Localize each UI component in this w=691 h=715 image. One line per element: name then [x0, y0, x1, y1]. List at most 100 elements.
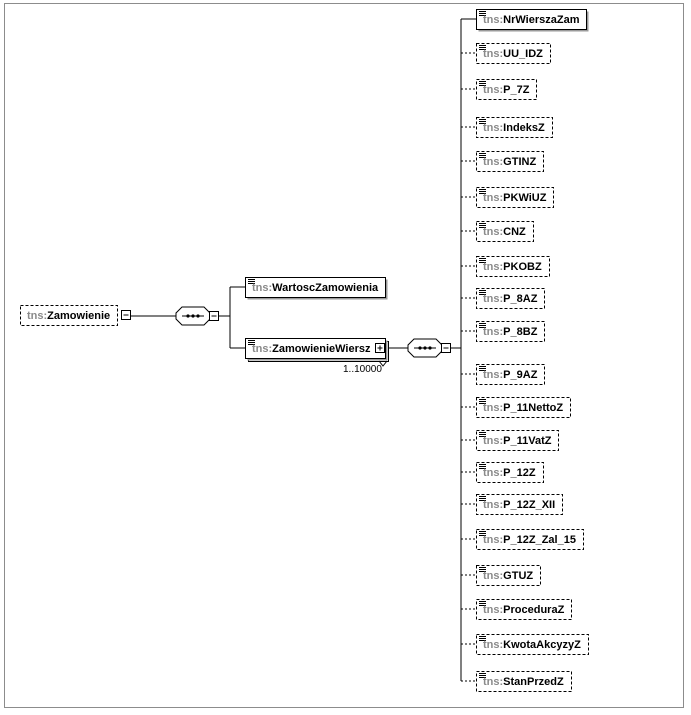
element-p-11nettoz[interactable]: tns:P_11NettoZ — [476, 397, 571, 418]
name-text: P_12Z — [503, 467, 536, 479]
element-p-12z-xii[interactable]: tns:P_12Z_XII — [476, 494, 563, 515]
element-label: tns:WartoscZamowienia — [252, 282, 379, 294]
element-box[interactable] — [476, 565, 541, 586]
name-text: PKOBZ — [503, 261, 542, 273]
element-box[interactable] — [476, 364, 545, 385]
element-icon — [479, 601, 487, 607]
element-label: tns:P_8BZ — [483, 326, 538, 338]
element-indeksz[interactable]: tns:IndeksZ — [476, 117, 553, 138]
element-pkobz[interactable]: tns:PKOBZ — [476, 256, 550, 277]
element-box[interactable] — [476, 462, 544, 483]
element-stanprzedz[interactable]: tns:StanPrzedZ — [476, 671, 572, 692]
element-box[interactable] — [476, 634, 589, 655]
occurrence-label: 1..10000 — [343, 364, 382, 375]
element-box[interactable] — [476, 288, 545, 309]
element-box[interactable] — [476, 430, 559, 451]
element-box[interactable] — [245, 338, 386, 359]
element-label: tns:ZamowienieWiersz — [252, 343, 371, 355]
element-box[interactable] — [476, 117, 553, 138]
prefix-text: tns: — [483, 14, 503, 26]
prefix-text: tns: — [483, 192, 503, 204]
element-icon — [479, 432, 487, 438]
element-box[interactable] — [476, 529, 584, 550]
element-box[interactable] — [476, 43, 551, 64]
element-box[interactable] — [476, 494, 563, 515]
sequence-dot — [191, 314, 195, 318]
element-p-11vatz[interactable]: tns:P_11VatZ — [476, 430, 559, 451]
prefix-text: tns: — [483, 326, 503, 338]
element-icon — [248, 279, 256, 285]
sequence-collapse-toggle[interactable] — [209, 311, 219, 321]
element-zamowieniewiersz[interactable]: tns:ZamowienieWiersz 1..10000 — [245, 338, 389, 376]
element-label: tns:P_12Z_XII — [483, 499, 555, 511]
element-p-8bz[interactable]: tns:P_8BZ — [476, 321, 545, 342]
name-text: IndeksZ — [503, 122, 545, 134]
element-zamowienie[interactable]: tns:Zamowienie — [20, 305, 131, 326]
element-gtinz[interactable]: tns:GTINZ — [476, 151, 544, 172]
element-pkwiuz[interactable]: tns:PKWiUZ — [476, 187, 554, 208]
element-icon — [479, 673, 487, 679]
element-label: tns:P_12Z — [483, 467, 536, 479]
element-box[interactable] — [476, 9, 587, 30]
sequence2-collapse-toggle[interactable] — [441, 343, 451, 353]
prefix-text: tns: — [483, 84, 503, 96]
element-uu-idz[interactable]: tns:UU_IDZ — [476, 43, 551, 64]
element-label: tns:P_7Z — [483, 84, 530, 96]
element-box[interactable] — [476, 599, 572, 620]
sequence-compositor-2[interactable] — [407, 338, 443, 358]
element-icon — [479, 81, 487, 87]
prefix-text: tns: — [483, 226, 503, 238]
element-box[interactable] — [20, 305, 118, 326]
prefix-text: tns: — [483, 156, 503, 168]
element-box[interactable] — [476, 187, 554, 208]
element-box[interactable] — [476, 671, 572, 692]
element-wartosczamowienia[interactable]: tns:WartoscZamowienia — [245, 277, 388, 300]
prefix-text: tns: — [27, 310, 47, 322]
element-label: tns:P_11VatZ — [483, 435, 552, 447]
prefix-text: tns: — [483, 467, 503, 479]
element-label: tns:StanPrzedZ — [483, 676, 564, 688]
element-p-7z[interactable]: tns:P_7Z — [476, 79, 537, 100]
element-box[interactable] — [476, 79, 537, 100]
element-box[interactable] — [476, 321, 545, 342]
prefix-text: tns: — [483, 570, 503, 582]
prefix-text: tns: — [483, 369, 503, 381]
name-text: P_12Z_Zal_15 — [503, 534, 576, 546]
element-proceduraz[interactable]: tns:ProceduraZ — [476, 599, 572, 620]
name-text: GTUZ — [503, 570, 533, 582]
element-p-12z-zal-15[interactable]: tns:P_12Z_Zal_15 — [476, 529, 584, 550]
element-nrwierszazam[interactable]: tns:NrWierszaZam — [476, 9, 589, 32]
element-box[interactable] — [476, 397, 571, 418]
element-cnz[interactable]: tns:CNZ — [476, 221, 534, 242]
element-icon — [479, 496, 487, 502]
expand-toggle[interactable] — [375, 343, 385, 353]
sequence-dot — [186, 314, 190, 318]
element-label: tns:ProceduraZ — [483, 604, 565, 616]
schema-nodes: tns:Zamowienietns:WartoscZamowieniatns:Z… — [20, 9, 589, 692]
element-label: tns:GTUZ — [483, 570, 533, 582]
connector-lines — [131, 18, 476, 682]
element-p-8az[interactable]: tns:P_8AZ — [476, 288, 545, 309]
element-gtuz[interactable]: tns:GTUZ — [476, 565, 541, 586]
sequence-compositor[interactable] — [175, 306, 211, 326]
element-label: tns:KwotaAkcyzyZ — [483, 639, 581, 651]
element-label: tns:CNZ — [483, 226, 526, 238]
name-text: P_9AZ — [503, 369, 538, 381]
element-kwotaakcyzyz[interactable]: tns:KwotaAkcyzyZ — [476, 634, 589, 655]
prefix-text: tns: — [483, 402, 503, 414]
element-p-12z[interactable]: tns:P_12Z — [476, 462, 544, 483]
element-box[interactable] — [245, 277, 386, 298]
element-label: tns:P_12Z_Zal_15 — [483, 534, 576, 546]
element-icon — [479, 45, 487, 51]
element-label: tns:P_8AZ — [483, 293, 538, 305]
element-box[interactable] — [476, 151, 544, 172]
element-icon — [479, 290, 487, 296]
element-icon — [479, 399, 487, 405]
name-text: ZamowienieWiersz — [272, 343, 371, 355]
element-p-9az[interactable]: tns:P_9AZ — [476, 364, 545, 385]
element-label: tns:PKWiUZ — [483, 192, 547, 204]
element-box[interactable] — [476, 221, 534, 242]
element-box[interactable] — [476, 256, 550, 277]
root-collapse-toggle[interactable] — [121, 310, 131, 320]
